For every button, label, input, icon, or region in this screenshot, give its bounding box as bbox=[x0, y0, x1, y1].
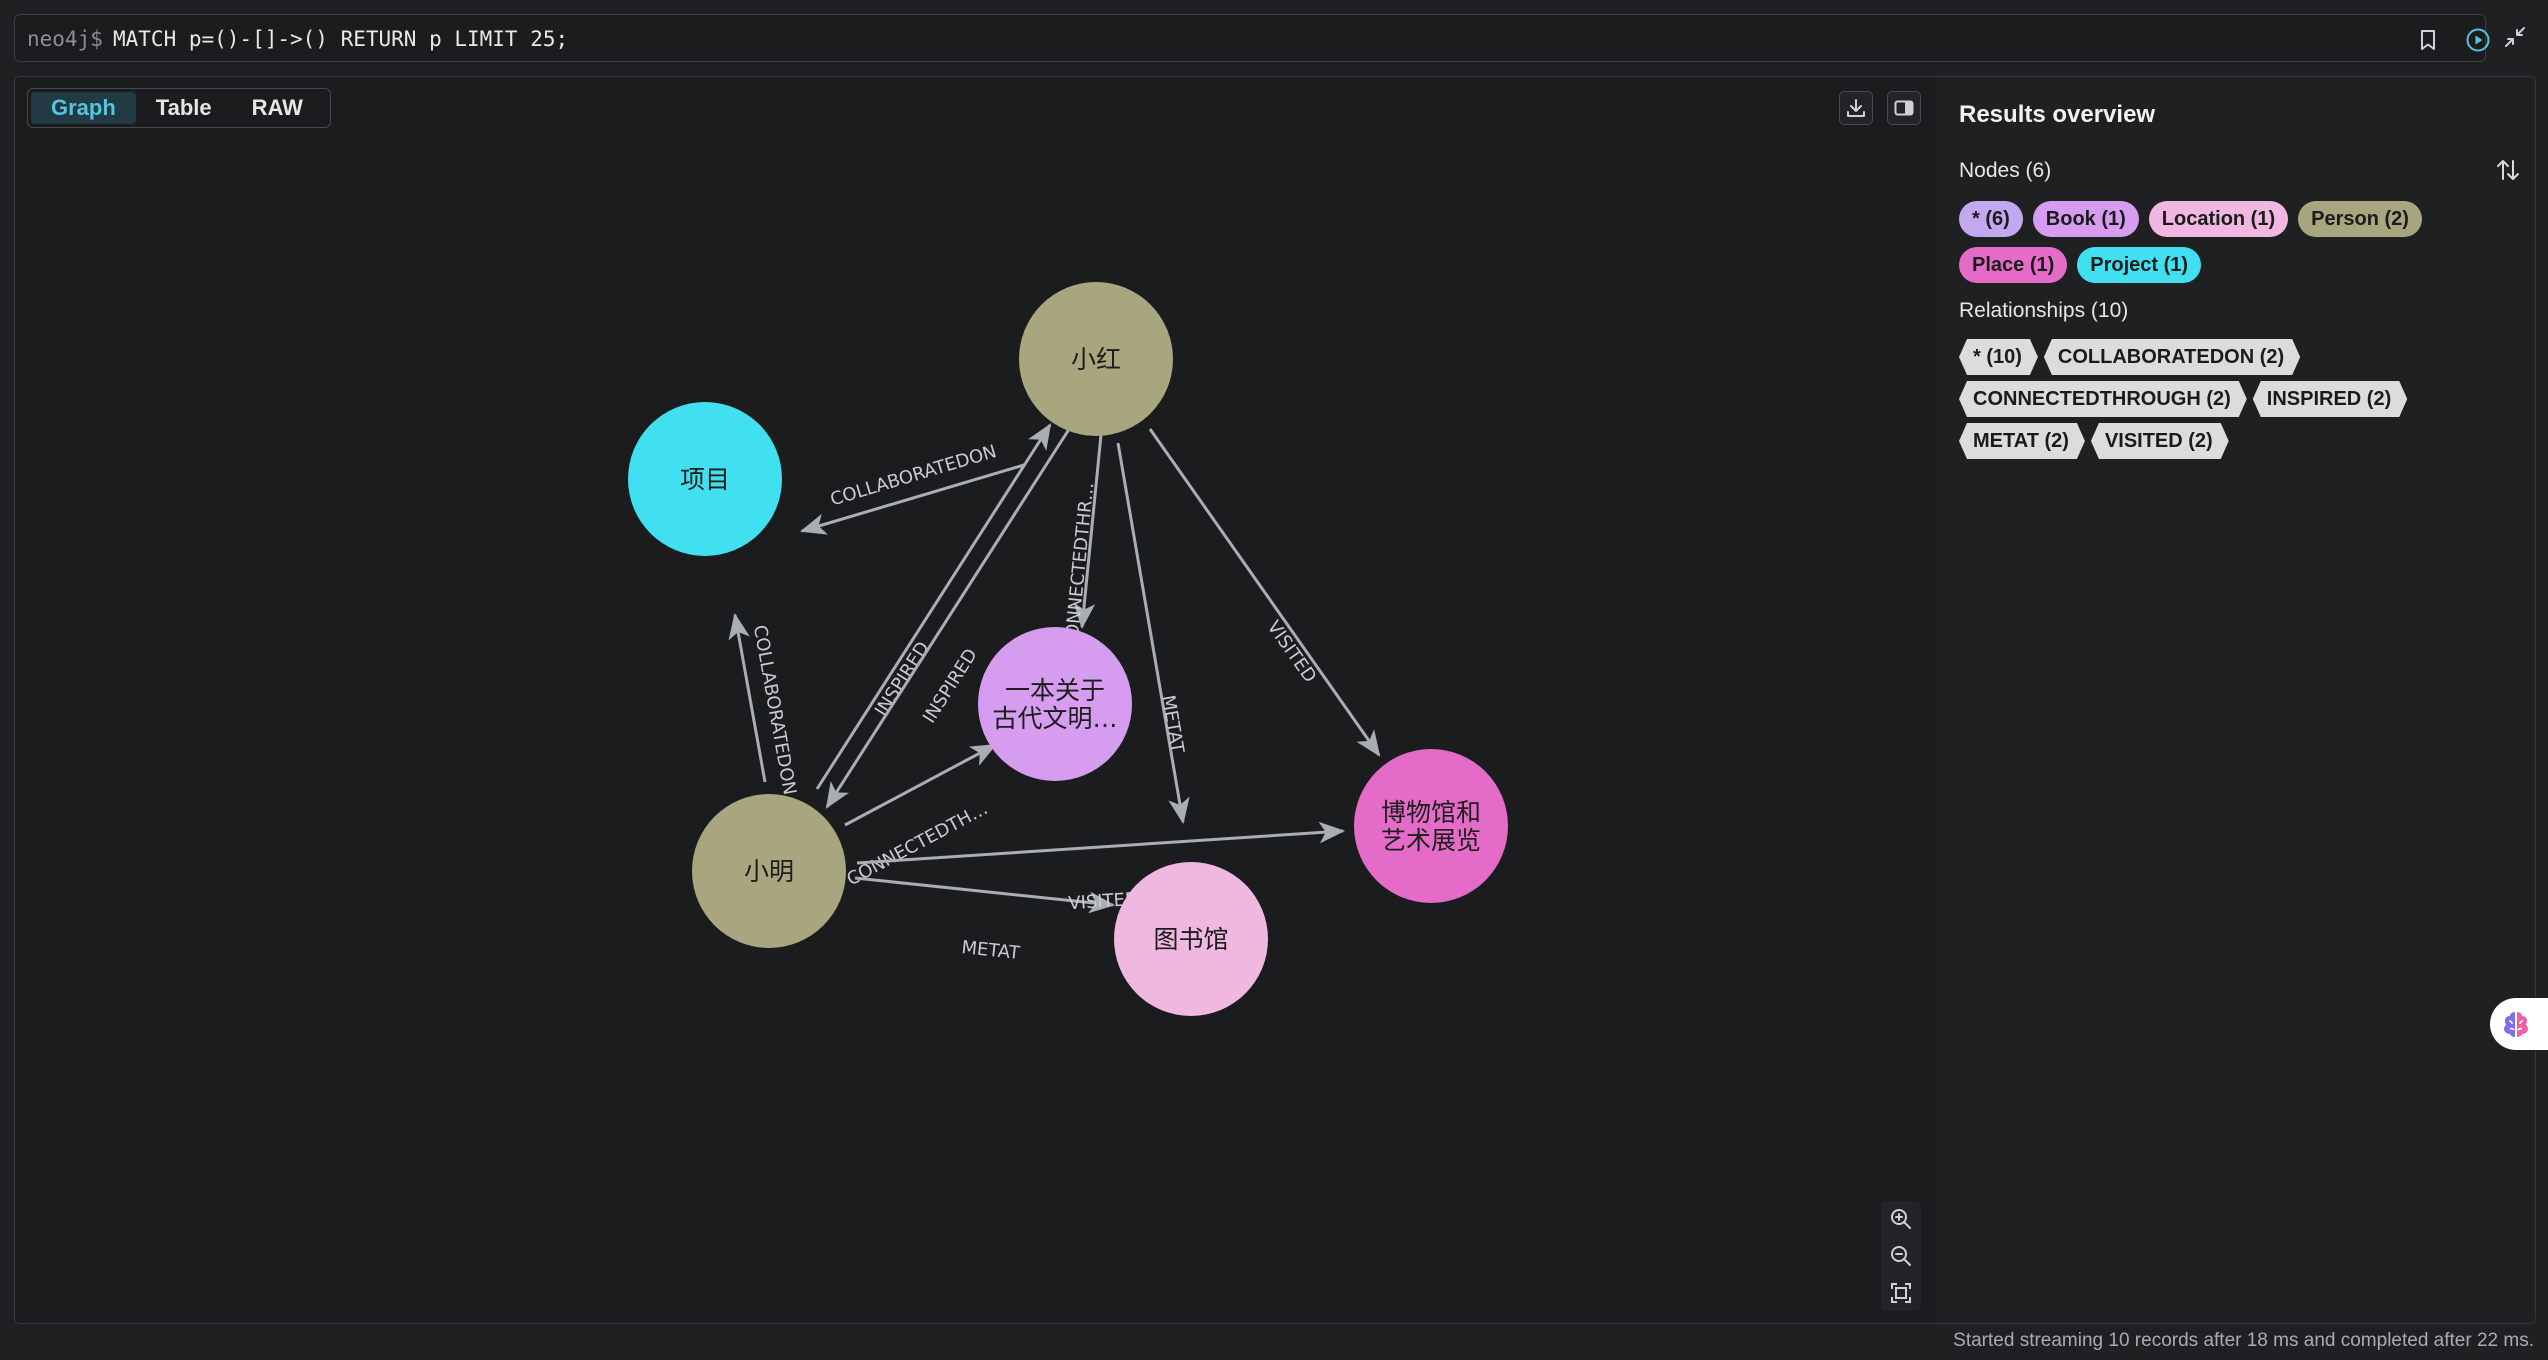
results-overview-panel: Results overview Nodes (6) * (6)Book (1)… bbox=[1935, 77, 2535, 1323]
brain-icon bbox=[2504, 1012, 2528, 1037]
relationship-edge[interactable] bbox=[1116, 442, 1190, 825]
query-editor[interactable]: neo4j$ MATCH p=()-[]->() RETURN p LIMIT … bbox=[14, 14, 2490, 62]
download-button[interactable] bbox=[1839, 91, 1873, 125]
status-message: Started streaming 10 records after 18 ms… bbox=[1953, 1330, 2534, 1351]
zoom-in-icon[interactable] bbox=[1889, 1207, 1913, 1231]
relationship-edge[interactable] bbox=[856, 821, 1346, 865]
relationship-label: VISITED bbox=[1263, 617, 1321, 687]
nodes-heading: Nodes (6) bbox=[1959, 159, 2052, 182]
relationship-type-chips: * (10)COLLABORATEDON (2) CONNECTEDTHROUGH… bbox=[1959, 339, 2479, 459]
graph-node[interactable] bbox=[1114, 862, 1268, 1016]
tab-graph[interactable]: Graph bbox=[31, 92, 136, 124]
relationship-edge[interactable] bbox=[825, 422, 1075, 809]
zoom-controls bbox=[1881, 1201, 1921, 1311]
tab-raw[interactable]: RAW bbox=[251, 95, 303, 120]
run-icon[interactable] bbox=[2463, 25, 2493, 55]
relationship-edge[interactable] bbox=[1148, 428, 1381, 757]
relationships-heading: Relationships (10) bbox=[1959, 299, 2129, 322]
relationship-edge[interactable] bbox=[799, 463, 1025, 535]
node-caption: 图书馆 bbox=[1153, 925, 1228, 954]
node-label-chip[interactable]: Location (1) bbox=[2148, 201, 2289, 237]
result-frame: Graph Table RAW COLLABORATEDON COLLABORAT… bbox=[14, 76, 2536, 1324]
relationship-label: METAT bbox=[960, 937, 1021, 964]
relationship-type-chip[interactable]: COLLABORATEDON (2) bbox=[2044, 339, 2300, 375]
node-label-chips: * (6)Book (1)Location (1)Person (2) Place… bbox=[1959, 201, 2479, 283]
node-caption: 小红 bbox=[1071, 345, 1121, 374]
relationship-type-chip[interactable]: * (10) bbox=[1959, 339, 2038, 375]
query-prompt: neo4j$ bbox=[27, 27, 103, 51]
relationship-type-chip[interactable]: CONNECTEDTHROUGH (2) bbox=[1959, 381, 2247, 417]
graph-node[interactable] bbox=[1354, 749, 1508, 903]
collapse-icon[interactable] bbox=[2500, 22, 2530, 52]
relationship-label: CONNECTEDTHR… bbox=[1061, 481, 1099, 651]
node-caption: 小明 bbox=[744, 857, 794, 886]
node-label-chip[interactable]: Place (1) bbox=[1959, 247, 2068, 283]
graph-node[interactable] bbox=[1019, 282, 1173, 436]
ai-assistant-button[interactable] bbox=[2490, 998, 2548, 1050]
graph-node[interactable] bbox=[978, 627, 1132, 781]
node-label-chip[interactable]: Project (1) bbox=[2077, 247, 2202, 283]
relationship-edge[interactable] bbox=[854, 876, 1116, 914]
sort-icon[interactable] bbox=[2493, 155, 2523, 185]
node-caption: 一本关于古代文明… bbox=[992, 676, 1117, 733]
relationship-label: COLLABORATEDON bbox=[828, 441, 999, 510]
relationship-edge[interactable] bbox=[815, 423, 1052, 790]
relationship-type-chip[interactable]: METAT (2) bbox=[1959, 423, 2085, 459]
relationship-edge[interactable] bbox=[1073, 434, 1103, 630]
view-tabs: Graph Table RAW bbox=[27, 88, 331, 128]
download-icon bbox=[1847, 99, 1865, 117]
query-text[interactable]: MATCH p=()-[]->() RETURN p LIMIT 25; bbox=[113, 27, 569, 51]
tab-table[interactable]: Table bbox=[155, 95, 212, 120]
node-caption: 项目 bbox=[680, 465, 730, 494]
relationship-edge[interactable] bbox=[728, 612, 767, 783]
results-title: Results overview bbox=[1959, 101, 2156, 128]
node-label-chip[interactable]: * (6) bbox=[1959, 201, 2023, 237]
graph-node[interactable] bbox=[628, 402, 782, 556]
relationship-label: CONNECTEDTH… bbox=[843, 798, 991, 890]
relationship-type-chip[interactable]: INSPIRED (2) bbox=[2253, 381, 2407, 417]
relationship-label: COLLABORATEDON bbox=[749, 623, 800, 796]
bookmark-icon[interactable] bbox=[2413, 25, 2443, 55]
fit-view-icon[interactable] bbox=[1889, 1281, 1913, 1305]
toggle-panel-icon bbox=[1894, 100, 1914, 116]
relationship-edge[interactable] bbox=[844, 743, 997, 827]
toggle-panel-button[interactable] bbox=[1887, 91, 1921, 125]
relationship-label: METAT bbox=[1157, 694, 1188, 756]
node-caption: 博物馆和艺术展览 bbox=[1381, 798, 1481, 855]
graph-node[interactable] bbox=[692, 794, 846, 948]
zoom-out-icon[interactable] bbox=[1889, 1244, 1913, 1268]
node-label-chip[interactable]: Book (1) bbox=[2032, 201, 2139, 237]
node-label-chip[interactable]: Person (2) bbox=[2298, 201, 2422, 237]
relationship-type-chip[interactable]: VISITED (2) bbox=[2091, 423, 2229, 459]
